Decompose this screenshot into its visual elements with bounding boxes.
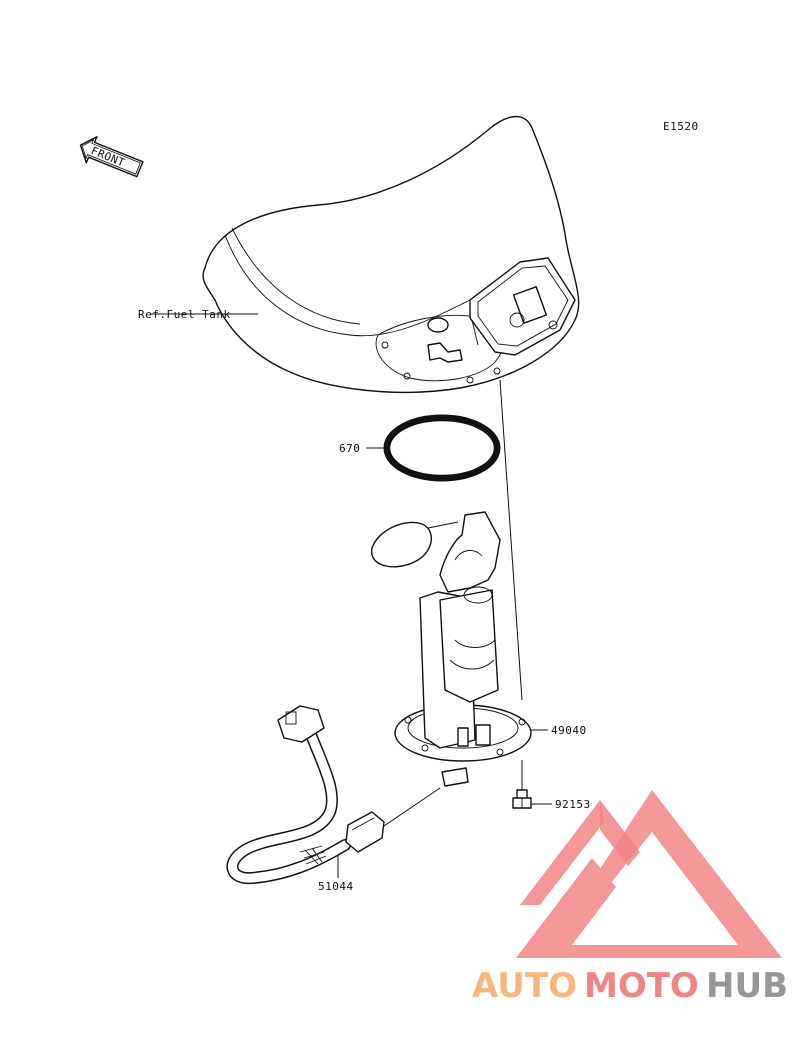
gasket-label: 670 — [339, 442, 360, 455]
bolt-label: 92153 — [555, 798, 591, 811]
fuel-pump-assembly — [371, 511, 532, 787]
logo-text-hub: HUB — [706, 966, 788, 1006]
fuel-tank — [202, 115, 580, 394]
logo-text-auto: AUTO — [472, 966, 577, 1006]
leader-hose-to-pump — [383, 787, 441, 827]
fuel-tank-label: Ref.Fuel Tank — [138, 308, 231, 321]
diagram-code: E1520 — [663, 120, 699, 133]
alignment-line — [499, 379, 523, 701]
front-arrow-icon: FRONT — [79, 136, 144, 178]
logo-text-moto: MOTO — [584, 966, 699, 1006]
pump-label: 49040 — [551, 724, 587, 737]
gasket-670 — [383, 414, 501, 482]
bolt-92153 — [512, 789, 532, 809]
automotohub-logo: AUTO MOTO HUB — [472, 790, 788, 1006]
hose-label: 51044 — [318, 880, 354, 893]
fuel-hose-51044 — [226, 705, 385, 885]
